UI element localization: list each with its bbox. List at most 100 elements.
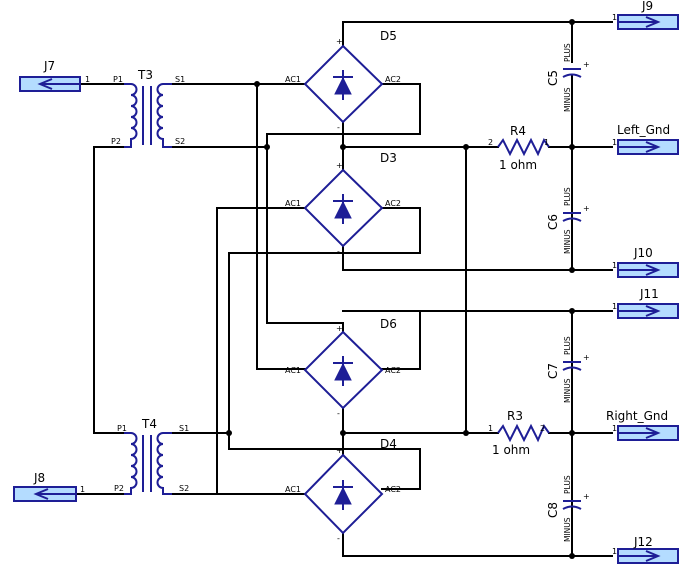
connector-label: J12 [633,535,653,549]
primary-coil-icon [124,83,138,148]
part-ref: C7 [546,363,560,379]
pin-label: + [336,446,343,455]
junction-dot [340,144,346,150]
part-ref: C5 [546,70,560,86]
connector-left-gnd[interactable]: Left_Gnd 1 [612,123,679,155]
part-ref: R3 [507,409,523,423]
wire-d6plus [266,133,344,324]
connector-j9[interactable]: J9 1 [612,0,679,30]
junctions [226,19,575,559]
pin-label: PLUS [563,43,572,62]
polarity-mark: + [583,204,590,213]
pin-label: P2 [111,137,121,146]
cap-curved-plate [562,217,582,222]
secondary-coil-icon [156,432,172,495]
arrow-right-icon [618,141,661,153]
connector-j7[interactable]: J7 1 [19,59,90,92]
resistor-icon [497,137,550,157]
pin-number: 1 [544,138,549,147]
cap-curved-plate [562,505,582,510]
cap-curved-plate [562,73,582,78]
pin-label: AC1 [285,75,301,84]
wire-d5plus-j9 [342,21,613,47]
junction-dot [569,430,575,436]
connector-label: J9 [641,0,653,13]
arrow-right-icon [618,264,661,276]
transformer-t4[interactable]: T4 P1 P2 S1 S2 [114,417,189,495]
pin-label: - [337,534,340,543]
pin-label: S2 [179,484,189,493]
bridge-diamond [303,44,384,124]
pin-label: MINUS [563,87,572,112]
polarity-mark: + [583,492,590,501]
primary-coil-icon [124,432,138,495]
part-ref: D6 [380,317,397,331]
pin-label: S2 [175,137,185,146]
arrow-right-icon [618,305,661,317]
pin-label: S1 [175,75,185,84]
pin-number: 1 [80,485,85,494]
wire-d6ac1 [256,83,306,370]
pin-label: + [336,37,343,46]
pin-label: PLUS [563,187,572,206]
pin-label: AC2 [385,366,401,375]
arrow-right-icon [618,16,661,28]
connector-j11[interactable]: J11 1 [612,287,679,319]
pin-label: - [337,123,340,132]
pin-label: AC2 [385,485,401,494]
pin-label: PLUS [563,475,572,494]
connector-right-gnd[interactable]: Right_Gnd 1 [606,409,679,441]
part-ref: C6 [546,214,560,230]
pin-number: 1 [612,138,617,147]
part-ref: D5 [380,29,397,43]
transformer-t3[interactable]: T3 P1 P2 S1 S2 [111,68,185,148]
capacitor-c8[interactable]: + C8 PLUS MINUS [546,475,590,542]
pin-label: S1 [179,424,189,433]
junction-dot [569,553,575,559]
connector-j12[interactable]: J12 1 [612,535,679,564]
arrow-left-icon [37,78,80,90]
connector-label: Left_Gnd [617,123,670,137]
part-ref: D3 [380,151,397,165]
resistor-r4[interactable]: R4 1 ohm 2 1 [488,124,550,172]
capacitor-c6[interactable]: + C6 PLUS MINUS [546,187,590,254]
connector-j8[interactable]: J8 1 [13,471,85,502]
connector-j10[interactable]: J10 1 [612,246,679,278]
pin-label: AC1 [285,485,301,494]
pin-number: 1 [488,424,493,433]
part-value: 1 ohm [499,158,537,172]
junction-dot [569,308,575,314]
wire-d4ac2 [228,448,421,490]
connector-label: J10 [633,246,653,260]
junction-dot [463,430,469,436]
junction-dot [254,81,260,87]
bridge-d5[interactable]: D5 AC1 AC2 + - [285,29,401,132]
pin-label: AC2 [385,75,401,84]
pin-label: MINUS [563,229,572,254]
pin-label: + [336,161,343,170]
wire-d3ac1 [216,207,306,495]
wire-t3p2-t4p1 [93,146,125,434]
part-value: 1 ohm [492,443,530,457]
pin-label: P2 [114,484,124,493]
wires [75,21,613,557]
resistor-r3[interactable]: R3 1 ohm 1 2 [488,409,550,457]
cap-curved-plate [562,366,582,371]
pin-number: 1 [612,547,617,556]
junction-dot [569,267,575,273]
capacitor-c5[interactable]: + C5 PLUS MINUS [546,43,590,112]
junction-dot [264,144,270,150]
pin-label: + [336,324,343,333]
connector-label: Right_Gnd [606,409,668,423]
pin-label: P1 [113,75,123,84]
bridge-d4[interactable]: D4 AC1 AC2 + - [285,437,401,543]
wire-d4minus-j12 [342,533,613,557]
pin-label: MINUS [563,378,572,403]
junction-dot [226,430,232,436]
capacitor-c7[interactable]: + C7 PLUS MINUS [546,336,590,403]
bridge-d6[interactable]: D6 AC1 AC2 + - [285,317,401,418]
junction-dot [569,144,575,150]
bridge-diamond [303,453,384,535]
part-ref: C8 [546,502,560,518]
bridge-d3[interactable]: D3 AC1 AC2 + - [285,151,401,256]
